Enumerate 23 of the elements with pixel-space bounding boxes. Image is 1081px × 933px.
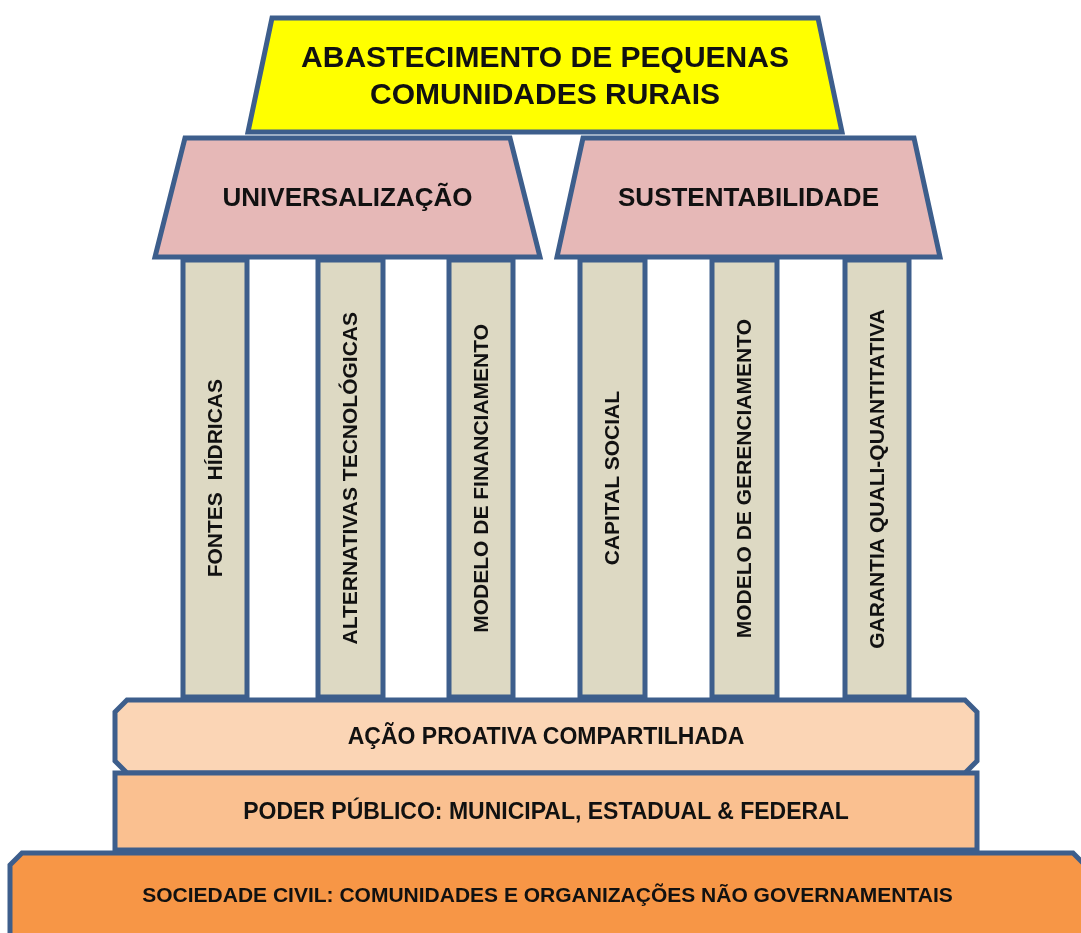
pillar-label: MODELO DE FINANCIAMENTO: [467, 324, 493, 633]
pillar-label: FONTES HÍDRICAS: [201, 379, 227, 578]
trapezoid-roof: [557, 138, 940, 257]
pillar-label: ALTERNATIVAS TECNOLÓGICAS: [337, 312, 363, 645]
pillar: [580, 260, 645, 697]
base-layer: [115, 773, 977, 850]
foundation-layer: [10, 853, 1081, 933]
pillar-label: CAPITAL SOCIAL: [599, 391, 625, 566]
pillar: [183, 260, 247, 697]
roof-label: ABASTECIMENTO DE PEQUENAS COMUNIDADES RURAIS: [300, 38, 790, 112]
pillar: [712, 260, 777, 697]
pillar-label: MODELO DE GERENCIAMENTO: [731, 318, 757, 639]
roof-label: UNIVERSALIZAÇÃO: [222, 181, 473, 214]
trapezoid-roof: [248, 18, 842, 132]
pillar: [318, 260, 383, 697]
base-layer: [115, 700, 977, 773]
roof-label: SUSTENTABILIDADE: [618, 181, 879, 214]
layer-label: SOCIEDADE CIVIL: COMUNIDADES E ORGANIZAÇÕES NÃO GOVERNAMENTAIS: [142, 882, 953, 909]
pillar: [845, 260, 909, 697]
layer-label: AÇÃO PROATIVA COMPARTILHADA: [347, 722, 745, 751]
layer-label: PODER PÚBLICO: MUNICIPAL, ESTADUAL & FEDERAL: [243, 797, 849, 826]
pillar-label: GARANTIA QUALI-QUANTITATIVA: [863, 308, 889, 649]
pillar: [449, 260, 513, 697]
